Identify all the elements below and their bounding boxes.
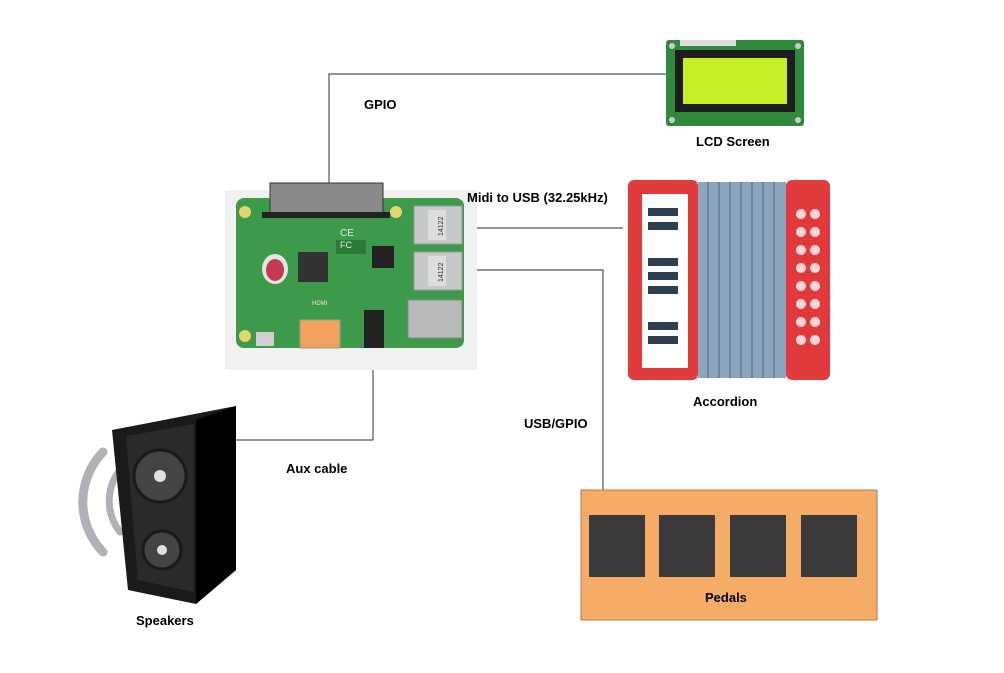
raspberry-logo-icon <box>262 254 288 284</box>
usb-port-1-label: 14122 <box>438 216 445 236</box>
gpio-label: GPIO <box>364 97 397 112</box>
connector-lines <box>232 73 668 490</box>
gpio-header <box>269 182 384 216</box>
accordion-label: Accordion <box>693 394 758 409</box>
hdmi-label: HDMI <box>312 301 328 307</box>
aux-line <box>232 340 374 441</box>
gpio-line <box>328 73 668 184</box>
pedal-key <box>589 515 645 577</box>
lcd-display <box>683 58 787 104</box>
hdmi-port <box>299 319 341 349</box>
pedal-key <box>801 515 857 577</box>
lcd-screen-label: LCD Screen <box>696 134 770 149</box>
usb-gpio-label: USB/GPIO <box>524 416 588 431</box>
accordion-icon <box>628 180 830 380</box>
raspberry-pi-board: CE FC HDMI 14122 14122 <box>225 182 477 370</box>
pedal-key <box>730 515 786 577</box>
aux-cable-label: Aux cable <box>286 461 348 476</box>
fc-mark: FC <box>340 240 352 250</box>
pedals-label: Pedals <box>705 590 747 605</box>
ce-mark: CE <box>340 228 354 239</box>
midi-to-usb-label: Midi to USB (32.25kHz) <box>467 190 608 205</box>
ethernet-port <box>407 299 463 339</box>
pedal-key <box>659 515 715 577</box>
lcd-screen-device <box>666 40 804 126</box>
usb-port-2-label: 14122 <box>438 262 445 282</box>
speakers-label: Speakers <box>136 613 194 628</box>
audio-jack <box>364 310 384 348</box>
speaker-icon <box>78 406 236 604</box>
usb-gpio-line <box>463 269 604 490</box>
pedals-board <box>580 489 878 621</box>
